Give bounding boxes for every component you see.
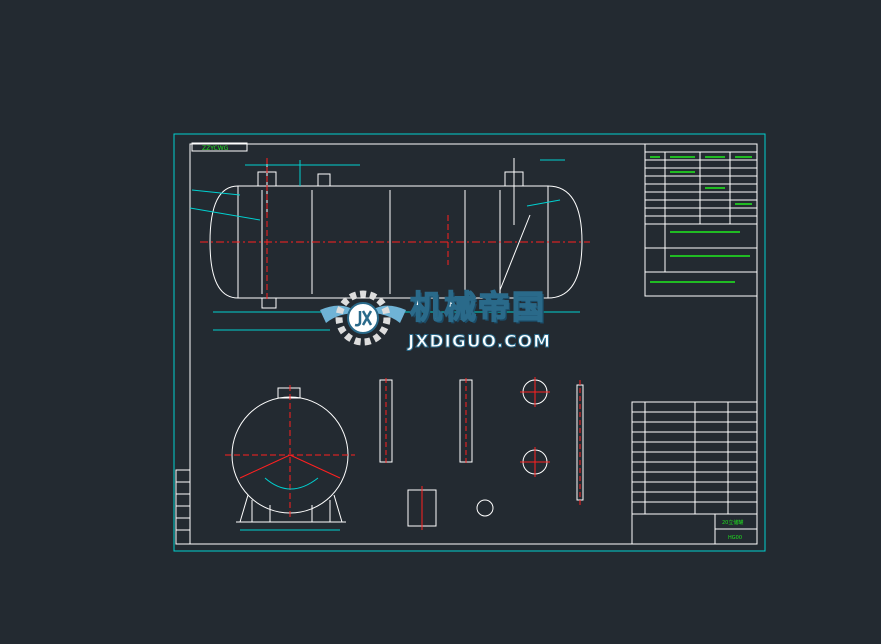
- sheet-inner-frame: [189, 143, 758, 545]
- dimension-lines: [189, 159, 565, 221]
- title-block: [631, 513, 758, 545]
- title-tag-box: [191, 142, 248, 152]
- vessel-end-view: [225, 385, 355, 531]
- left-revision-strip: [175, 469, 191, 545]
- spec-table: [644, 143, 758, 297]
- parts-list: [631, 401, 758, 515]
- watermark: 机械帝国 JXDIGUO.COM: [318, 287, 598, 354]
- detail-views: [379, 377, 584, 530]
- watermark-english: JXDIGUO.COM: [407, 332, 552, 353]
- gear-wings-logo-icon: [320, 290, 406, 346]
- watermark-chinese: 机械帝国: [409, 287, 547, 327]
- spec-table-text: [650, 156, 752, 283]
- title-block-name: 20立储罐: [722, 519, 743, 526]
- sheet-outer-frame: [173, 133, 766, 552]
- vessel-side-view: [209, 158, 583, 331]
- title-tag: ZZYCWG: [202, 145, 229, 152]
- title-block-code: HG00: [728, 535, 742, 541]
